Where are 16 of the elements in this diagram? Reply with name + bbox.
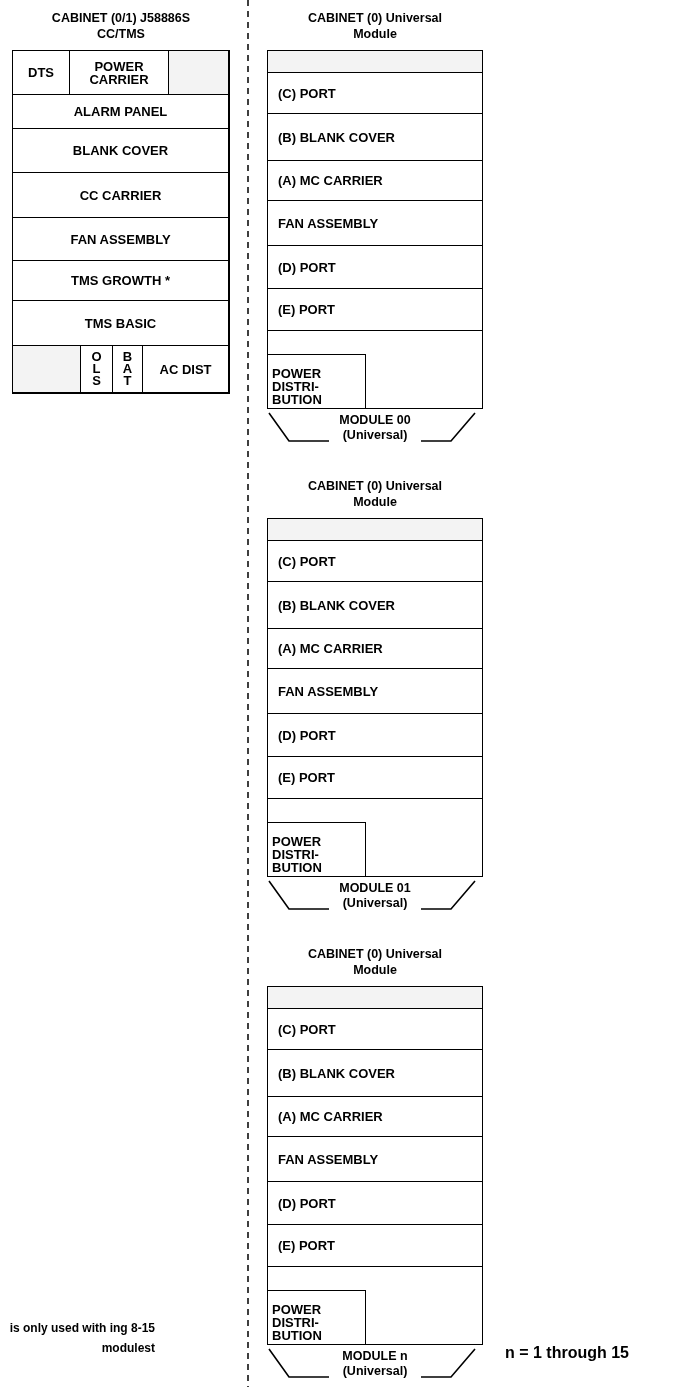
empty-slot — [267, 518, 483, 541]
module-slot: POWER DISTRI-BUTION — [267, 1290, 366, 1345]
cabinet-heading: CABINET (0) Universal Module — [306, 478, 444, 510]
cabinet-heading: CABINET (0) Universal Module — [306, 10, 444, 42]
empty-slot — [267, 986, 483, 1009]
module-label: MODULE 00 (Universal) — [338, 413, 412, 443]
note-text: is only used with ing 8-15 modulest — [8, 1320, 155, 1357]
note-text: n = 1 through 15 — [505, 1343, 630, 1363]
module-label: MODULE n (Universal) — [341, 1349, 409, 1379]
empty-slot — [267, 50, 483, 73]
module-slot: AC DIST — [142, 345, 229, 393]
cabinet-heading: CABINET (0/1) J58886S CC/TMS — [50, 10, 192, 42]
module-slot: POWER DISTRI-BUTION — [267, 354, 366, 409]
module-slot: POWER DISTRI-BUTION — [267, 822, 366, 877]
cabinet-heading: CABINET (0) Universal Module — [306, 946, 444, 978]
module-label: MODULE 01 (Universal) — [338, 881, 412, 911]
